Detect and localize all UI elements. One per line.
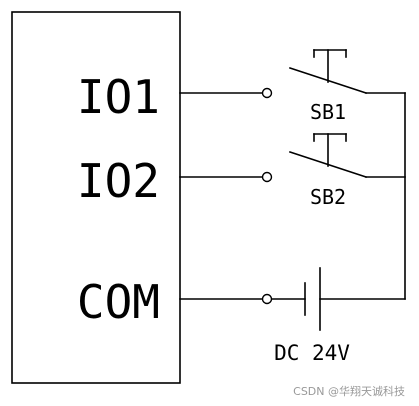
power-supply-label: DC 24V bbox=[274, 341, 350, 365]
sb1-terminal-node bbox=[261, 87, 273, 99]
sb2-circuit: SB2 bbox=[179, 133, 406, 209]
sb2-terminal-node bbox=[261, 171, 273, 183]
com-terminal-node bbox=[261, 293, 273, 305]
watermark-text: CSDN @华翔天诚科技 bbox=[293, 384, 405, 398]
terminal-label-com: COM bbox=[77, 275, 160, 329]
controller-module-box bbox=[11, 11, 181, 384]
terminal-label-io1: IO1 bbox=[77, 70, 160, 124]
sb1-circuit: SB1 bbox=[179, 49, 406, 124]
power-supply-circuit: DC 24V bbox=[179, 267, 406, 365]
terminal-label-io2: IO2 bbox=[77, 154, 160, 208]
sb2-label: SB2 bbox=[310, 185, 346, 209]
sb1-label: SB1 bbox=[310, 100, 346, 124]
